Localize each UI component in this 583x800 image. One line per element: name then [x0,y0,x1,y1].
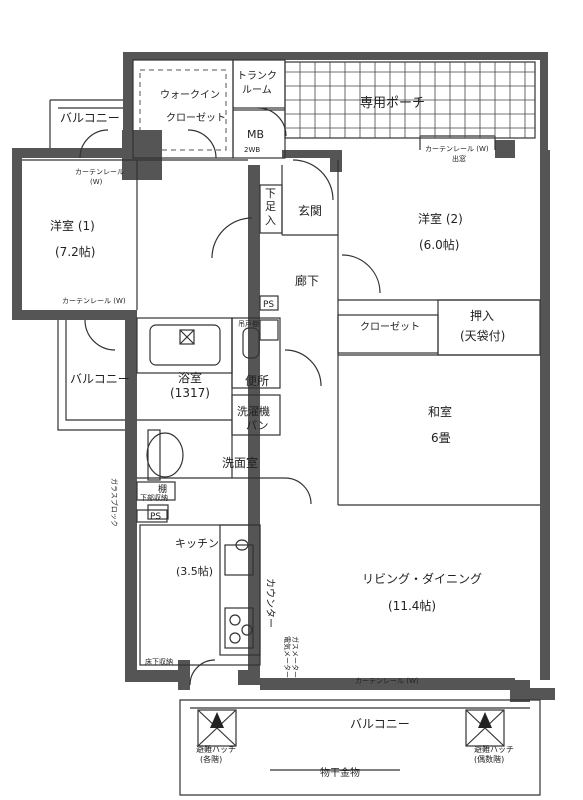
label-balcony-nw: バルコニー [60,111,120,125]
hatch-label-1b: (各階) [200,754,222,764]
label-laundry: 物干金物 [320,766,360,779]
label-kitchen-2: (3.5帖) [176,565,213,578]
curtain-label-w1b: カーテンレール (W) [62,297,126,305]
floor-storage-label: 床下収納 [145,657,173,666]
hatch-label-2a: 避難ハッチ [474,744,514,754]
gas-label: ガスメーター [291,636,300,678]
fixtures [146,324,260,644]
label-walkin-2: クローゼット [166,112,226,124]
label-oshiire-2: (天袋付) [460,329,505,343]
label-washroom: 洗面室 [222,455,258,470]
label-bath-2: (1317) [170,386,210,400]
label-western2-2: (6.0帖) [419,237,459,252]
swb-label: 2WB [244,146,260,154]
hatch-label-2b: (偶数階) [474,754,504,764]
label-walkin-1: ウォークイン [160,89,220,101]
label-trunk-2: ルーム [242,84,272,96]
label-washer-1: 洗濯機 [237,404,270,418]
label-trunk-1: トランク [237,70,277,82]
label-porch: 専用ポーチ [360,96,425,111]
label-toilet: 便所 [245,374,269,388]
label-living-2: (11.4帖) [388,598,436,613]
room-labels: バルコニー ウォークイン クローゼット トランク ルーム MB 専用ポーチ 洋室… [50,70,505,779]
label-mb: MB [247,128,264,141]
denki-label: 電気メーター [283,636,292,678]
hatch-label-1a: 避難ハッチ [196,744,236,754]
label-oshiire-1: 押入 [470,309,494,323]
label-shoebox-2: 足 [265,200,276,213]
demado-label: 出窓 [452,154,466,163]
porch-tiles [284,61,536,139]
label-counter: カウンター [264,578,276,628]
label-shoebox-1: 下 [265,187,276,200]
label-shoebox-3: 入 [265,214,276,227]
curtain-label-w2: カーテンレール (W) [425,145,489,153]
curtain-label-w1: カーテンレール [75,168,124,176]
label-washer-2: パン [246,419,269,432]
label-western1-1: 洋室 (1) [50,218,95,233]
label-washitsu-1: 和室 [428,404,452,419]
walkin-hanger [139,69,227,151]
balcony-outlines [49,99,541,796]
ps-label-1: PS [263,300,274,310]
interior-partitions [22,59,541,666]
label-western1-2: (7.2帖) [55,244,95,259]
label-western2-1: 洋室 (2) [418,211,463,226]
label-closet: クローゼット [360,321,420,333]
curtain-label-w1-sub: (W) [90,178,103,186]
door-swings [79,107,381,686]
shelf-label-1: 棚 [158,483,167,495]
label-balcony-w: バルコニー [70,372,130,386]
small-labels: カーテンレール (W) カーテンレール (W) カーテンレール (W) 出窓 カ… [62,145,514,764]
label-washitsu-2: 6畳 [431,431,451,445]
shelf-label-3: 吊戸棚 [238,319,259,328]
curtain-label-south: カーテンレール (W) [355,677,419,685]
ps-label-2: PS [150,512,161,522]
label-bath-1: 浴室 [178,370,202,385]
label-living-1: リビング・ダイニング [362,571,482,586]
label-entrance: 玄関 [298,203,322,218]
label-balcony-s: バルコニー [350,717,410,731]
shelf-label-2: 下部収納 [140,493,168,502]
label-hallway: 廊下 [295,273,319,288]
glass-block-label: ガラスブロック [110,478,119,527]
label-kitchen-1: キッチン [175,537,219,550]
